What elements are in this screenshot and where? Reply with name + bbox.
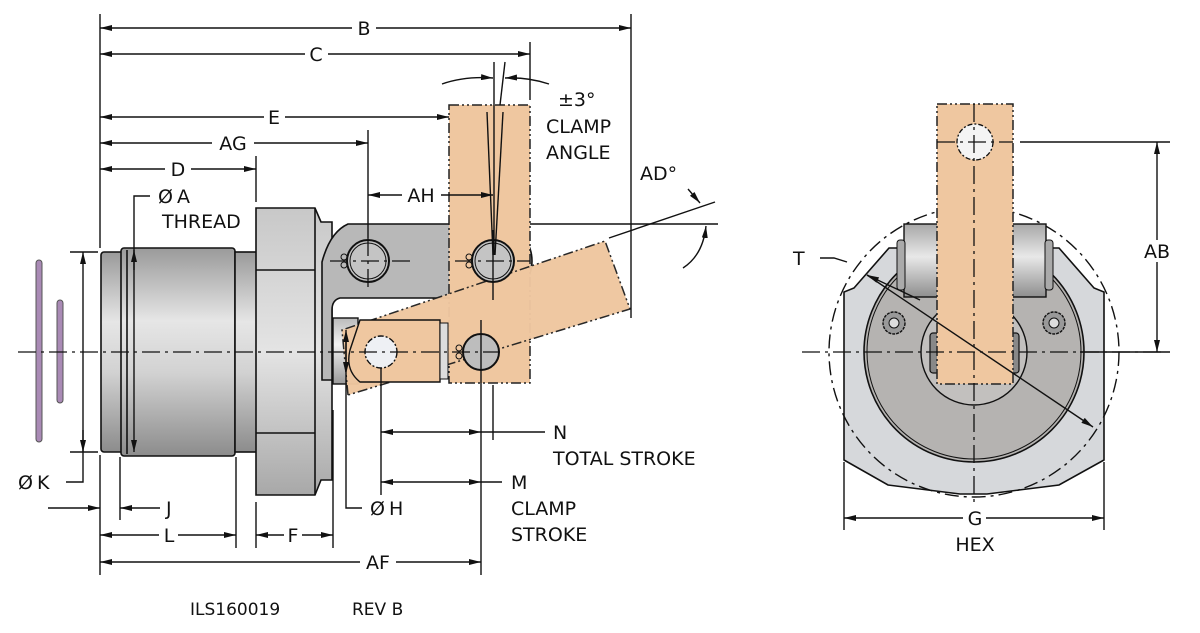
dim-L: L [164, 525, 175, 547]
clamp-angle-value: ±3° [558, 89, 596, 111]
screw-left [882, 311, 906, 335]
dim-AG: AG [219, 133, 246, 155]
dim-E: E [268, 107, 280, 129]
roller-left [903, 223, 941, 298]
drawing-number: ILS160019 [190, 600, 280, 620]
oring-large [35, 259, 43, 443]
dim-AF: AF [366, 552, 390, 574]
end-view [802, 103, 1165, 502]
dim-B: B [357, 18, 370, 40]
roller-right [1011, 223, 1047, 298]
dim-F: F [288, 525, 299, 547]
dim-AH: AH [407, 185, 434, 207]
dim-M-note-2: STROKE [511, 524, 587, 546]
clamp-angle-note-1: CLAMP [546, 116, 611, 138]
clamp-angle-note-2: ANGLE [546, 142, 611, 164]
dim-M-note-1: CLAMP [511, 498, 576, 520]
dim-AB: AB [1144, 241, 1170, 263]
clamp-arm-end-phantom [936, 103, 1014, 385]
dim-J: J [165, 498, 172, 520]
revision: REV B [352, 600, 403, 620]
dim-M: M [511, 472, 527, 494]
dim-C: C [309, 44, 322, 66]
dim-D: D [171, 159, 186, 181]
screw-right [1042, 311, 1066, 335]
dim-T: T [792, 248, 805, 270]
dim-A-note: THREAD [161, 211, 241, 233]
dim-G-note: HEX [955, 534, 994, 556]
dim-N: N [553, 422, 567, 444]
dim-N-note: TOTAL STROKE [552, 448, 696, 470]
end-dimensions: T AB G HEX [792, 141, 1170, 556]
dim-G: G [968, 508, 983, 530]
dim-AD: AD° [640, 163, 677, 185]
side-view [18, 61, 631, 575]
